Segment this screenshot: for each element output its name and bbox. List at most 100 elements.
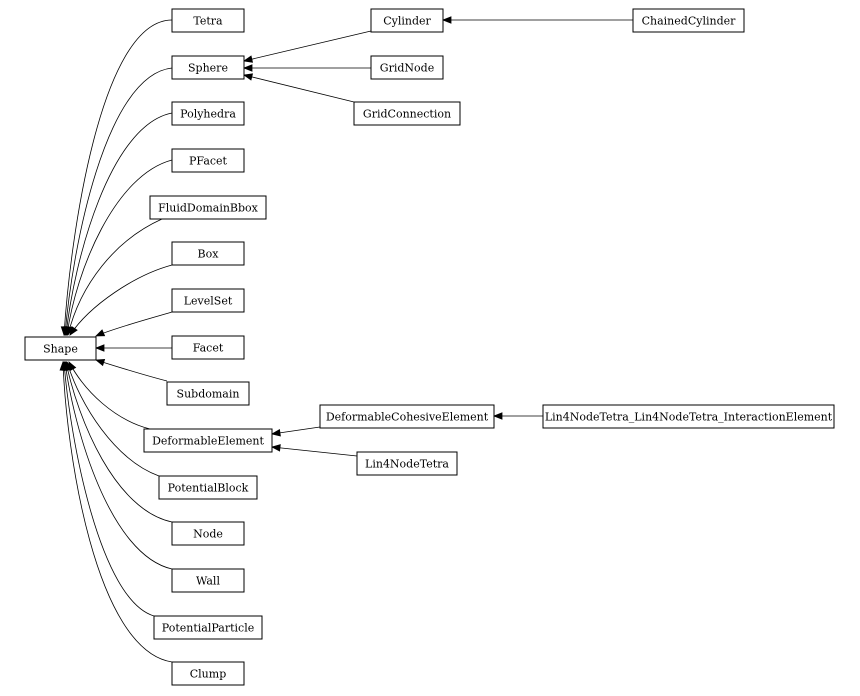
node-label: PotentialBlock — [168, 482, 249, 495]
edge-line — [69, 264, 173, 336]
node-box[interactable] — [171, 288, 245, 313]
edge-box-to-shape — [69, 264, 173, 336]
arrowhead — [242, 64, 253, 72]
class-node-node[interactable]: Node — [171, 521, 245, 546]
class-node-clump[interactable]: Clump — [171, 661, 245, 686]
edge-pfacet-to-shape — [64, 159, 173, 337]
node-box[interactable] — [171, 521, 245, 546]
node-label: LevelSet — [184, 295, 233, 308]
class-node-potentialblock[interactable]: PotentialBlock — [158, 475, 258, 500]
node-label: DeformableElement — [152, 435, 264, 448]
class-node-deformableelement[interactable]: DeformableElement — [143, 428, 273, 453]
node-box[interactable] — [149, 195, 267, 220]
class-node-subdomain[interactable]: Subdomain — [166, 381, 250, 406]
class-node-gridconnection[interactable]: GridConnection — [353, 101, 461, 126]
class-node-tetra[interactable]: Tetra — [171, 8, 245, 33]
edge-deformableelement-to-shape — [68, 361, 151, 430]
node-label: Shape — [43, 343, 78, 356]
node-box[interactable] — [171, 101, 245, 126]
node-label: Node — [193, 528, 223, 541]
node-box[interactable] — [24, 336, 97, 361]
node-box[interactable] — [158, 475, 258, 500]
node-box[interactable] — [171, 8, 245, 33]
node-label: Wall — [196, 575, 220, 588]
node-box[interactable] — [171, 568, 245, 593]
edge-line — [63, 361, 155, 617]
node-box[interactable] — [370, 55, 444, 80]
arrowhead — [242, 55, 254, 63]
node-box[interactable] — [153, 615, 263, 640]
edge-line — [65, 112, 173, 336]
arrowhead — [270, 429, 281, 437]
node-label: FluidDomainBbox — [158, 202, 259, 215]
class-node-deformablecohesiveelement[interactable]: DeformableCohesiveElement — [319, 404, 495, 429]
arrowhead — [242, 73, 254, 81]
class-node-pfacet[interactable]: PFacet — [171, 148, 245, 173]
node-label: Polyhedra — [180, 108, 236, 121]
node-label: Subdomain — [177, 388, 240, 401]
node-box[interactable] — [171, 148, 245, 173]
arrowhead — [441, 16, 452, 24]
edge-lin4nodetetra-interaction-to-deformablecohesiveelement — [492, 412, 543, 420]
arrowhead — [270, 444, 281, 452]
node-box[interactable] — [171, 335, 245, 360]
edge-line — [65, 361, 173, 523]
node-label: PotentialParticle — [162, 622, 254, 635]
edge-line — [67, 218, 163, 336]
arrowhead — [69, 325, 78, 336]
edge-line — [95, 311, 173, 337]
class-node-cylinder[interactable]: Cylinder — [370, 8, 444, 33]
node-box[interactable] — [166, 381, 250, 406]
node-label: Cylinder — [383, 15, 431, 28]
edge-line — [243, 74, 355, 103]
node-box[interactable] — [319, 404, 495, 429]
arrowhead — [59, 360, 68, 371]
node-box[interactable] — [171, 661, 245, 686]
node-label: DeformableCohesiveElement — [326, 411, 489, 424]
node-label: Box — [198, 248, 220, 261]
class-node-sphere[interactable]: Sphere — [171, 55, 245, 80]
class-node-shape[interactable]: Shape — [24, 336, 97, 361]
node-label: GridNode — [380, 62, 434, 75]
node-box[interactable] — [632, 8, 745, 33]
node-label: Tetra — [193, 15, 223, 28]
node-label: PFacet — [189, 155, 228, 168]
edge-line — [271, 446, 358, 457]
arrowhead — [492, 412, 503, 420]
class-node-fluiddomainbbox[interactable]: FluidDomainBbox — [149, 195, 267, 220]
class-node-potentialparticle[interactable]: PotentialParticle — [153, 615, 263, 640]
edges-layer — [59, 16, 633, 663]
node-box[interactable] — [542, 404, 835, 429]
edge-line — [66, 159, 173, 336]
node-box[interactable] — [353, 101, 461, 126]
class-node-chainedcylinder[interactable]: ChainedCylinder — [632, 8, 745, 33]
class-node-lin4nodetetra-interaction[interactable]: Lin4NodeTetra_Lin4NodeTetra_InteractionE… — [542, 404, 835, 429]
edge-clump-to-shape — [59, 360, 173, 663]
node-box[interactable] — [370, 8, 444, 33]
class-node-box[interactable]: Box — [171, 241, 245, 266]
edge-line — [243, 30, 372, 62]
class-node-gridnode[interactable]: GridNode — [370, 55, 444, 80]
node-box[interactable] — [171, 241, 245, 266]
class-node-wall[interactable]: Wall — [171, 568, 245, 593]
class-node-polyhedra[interactable]: Polyhedra — [171, 101, 245, 126]
class-node-facet[interactable]: Facet — [171, 335, 245, 360]
node-box[interactable] — [143, 428, 273, 453]
node-label: GridConnection — [363, 108, 451, 121]
edge-line — [64, 361, 173, 570]
node-box[interactable] — [356, 451, 458, 476]
edge-potentialparticle-to-shape — [60, 360, 155, 617]
node-label: ChainedCylinder — [642, 15, 737, 28]
edge-line — [62, 361, 173, 663]
edge-line — [95, 359, 168, 382]
node-box[interactable] — [171, 55, 245, 80]
edge-line — [63, 19, 173, 336]
class-node-levelset[interactable]: LevelSet — [171, 288, 245, 313]
edge-deformablecohesiveelement-to-deformableelement — [270, 426, 321, 437]
arrowhead — [95, 329, 106, 337]
arrowhead — [94, 358, 106, 367]
edge-facet-to-shape — [94, 344, 172, 352]
edge-line — [66, 361, 160, 477]
class-node-lin4nodetetra[interactable]: Lin4NodeTetra — [356, 451, 458, 476]
